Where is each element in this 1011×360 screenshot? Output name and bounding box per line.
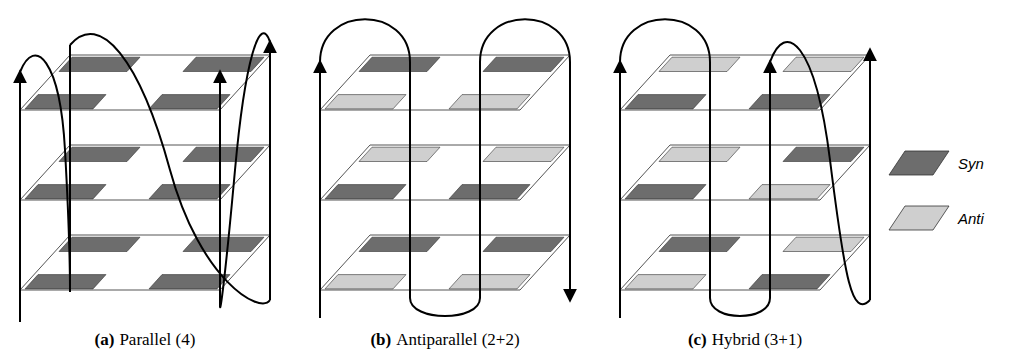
guanine-base: [325, 95, 406, 109]
guanine-base: [149, 185, 230, 199]
guanine-base: [359, 237, 440, 251]
guanine-base: [149, 95, 230, 109]
legend-entry: Syn: [888, 150, 984, 176]
guanine-base: [659, 237, 740, 251]
backbone-strand: [769, 62, 771, 298]
legend-entry: Anti: [888, 205, 984, 231]
guanine-base: [59, 237, 140, 251]
guanine-base: [149, 275, 230, 289]
g-tetrad: [320, 55, 570, 110]
panel-title: Hybrid (3+1): [712, 330, 802, 349]
tetrad-plane: [620, 235, 870, 290]
backbone-strand: [409, 62, 411, 298]
tetrad-plane: [20, 55, 270, 110]
tetrad-plane: [320, 55, 570, 110]
guanine-base: [625, 185, 706, 199]
guanine-base: [749, 95, 830, 109]
legend-swatch-box: [888, 205, 950, 231]
backbone-strand: [569, 62, 571, 300]
guanine-base: [325, 275, 406, 289]
g-tetrad: [20, 235, 270, 290]
legend-label: Anti: [958, 210, 984, 227]
backbone-strand: [480, 19, 570, 62]
backbone-strand: [479, 62, 481, 298]
backbone-strand: [220, 33, 270, 307]
guanine-base: [483, 237, 564, 251]
guanine-base: [183, 237, 264, 251]
backbone-strand: [320, 19, 410, 62]
panel-caption: (a)Parallel (4): [95, 330, 196, 350]
guanine-base: [483, 57, 564, 71]
tetrad-plane: [320, 145, 570, 200]
panel-caption: (b) Antiparallel (2+2): [370, 330, 519, 350]
backbone-strand: [19, 72, 21, 322]
guanine-base: [659, 147, 740, 161]
panel-letter: (a): [95, 330, 115, 349]
guanine-base: [625, 275, 706, 289]
panel-letter: (c): [688, 330, 707, 349]
backbone-strand: [710, 298, 770, 316]
backbone-strand: [269, 42, 271, 300]
guanine-base: [449, 185, 530, 199]
tetrad-plane: [320, 235, 570, 290]
guanine-base: [183, 147, 264, 161]
backbone-strand: [620, 19, 710, 62]
guanine-base: [59, 147, 140, 161]
backbone-strand: [219, 72, 221, 306]
guanine-base: [359, 147, 440, 161]
quadruplex-panel: [320, 19, 570, 318]
guanine-base: [783, 57, 864, 71]
guanine-base: [783, 237, 864, 251]
g-tetrad: [620, 235, 870, 290]
g-tetrad: [620, 55, 870, 110]
guanine-base: [25, 95, 106, 109]
g-tetrad: [20, 55, 270, 110]
guanine-base: [25, 275, 106, 289]
backbone-strand: [410, 298, 480, 316]
guanine-base: [625, 95, 706, 109]
backbone-strand: [319, 62, 321, 318]
backbone-strand: [20, 56, 70, 292]
guanine-base: [483, 147, 564, 161]
tetrad-plane: [20, 235, 270, 290]
guanine-base: [325, 185, 406, 199]
backbone-strand: [709, 62, 711, 298]
backbone-strand: [69, 45, 71, 292]
guanine-base: [449, 275, 530, 289]
guanine-base: [783, 147, 864, 161]
panel-letter: (b): [370, 330, 391, 349]
backbone-strand: [869, 50, 871, 300]
backbone-strand: [70, 34, 270, 303]
legend-swatch-box: [888, 150, 950, 176]
backbone-strand: [619, 62, 621, 318]
legend-label: Syn: [958, 155, 984, 172]
tetrad-plane: [620, 55, 870, 110]
panel-title: Parallel (4): [119, 330, 195, 349]
g-tetrad: [320, 145, 570, 200]
backbone-strand: [770, 42, 870, 304]
panel-caption: (c) Hybrid (3+1): [688, 330, 802, 350]
guanine-base: [659, 57, 740, 71]
legend-swatch: [889, 151, 949, 175]
guanine-base: [359, 57, 440, 71]
guanine-base: [449, 95, 530, 109]
guanine-base: [25, 185, 106, 199]
guanine-base: [749, 275, 830, 289]
quadruplex-panel: [20, 33, 270, 322]
legend-swatch: [889, 206, 949, 230]
guanine-base: [749, 185, 830, 199]
quadruplex-panel: [620, 19, 870, 318]
g-tetrad: [320, 235, 570, 290]
panel-title: Antiparallel (2+2): [396, 330, 519, 349]
